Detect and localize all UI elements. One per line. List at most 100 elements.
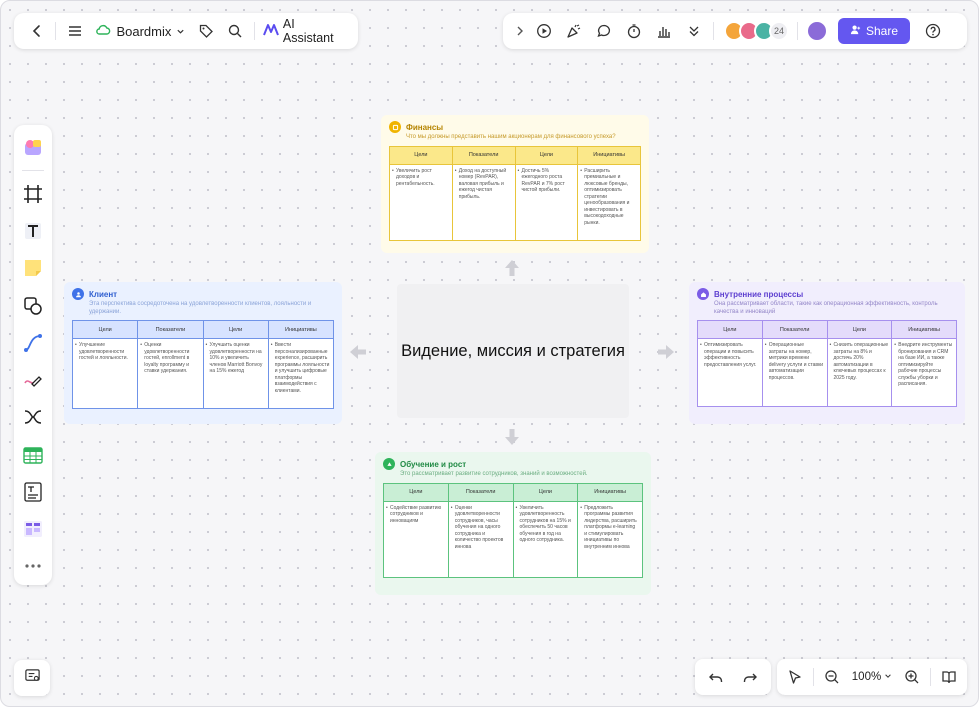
finance-card[interactable]: Финансы Что мы должны представить нашим … bbox=[381, 115, 649, 253]
share-icon bbox=[850, 24, 861, 38]
client-table[interactable]: Цели Показатели Цели Инициативы Улучшени… bbox=[71, 320, 335, 409]
central-strategy-text: Видение, миссия и стратегия bbox=[401, 341, 625, 360]
table-cell[interactable]: Оценки удовлетворенности сотрудников, ча… bbox=[447, 500, 514, 578]
client-card[interactable]: Клиент Эта перспектива сосредоточена на … bbox=[64, 282, 342, 424]
sticky-note-icon[interactable] bbox=[17, 253, 49, 284]
table-cell[interactable]: Достичь 5% ежегодного роста RevPAR и 7% … bbox=[514, 163, 579, 241]
tag-icon[interactable] bbox=[191, 16, 220, 46]
central-strategy-node[interactable]: Видение, миссия и стратегия bbox=[397, 284, 629, 418]
table-cell[interactable]: Снизить операционные затраты на 8% и дос… bbox=[826, 338, 893, 407]
internal-processes-card[interactable]: Внутренние процессы Она рассматривает об… bbox=[689, 282, 965, 424]
table-cell[interactable]: Увеличить удовлетворенность сотрудников … bbox=[512, 500, 579, 578]
board-title-dropdown[interactable]: Boardmix bbox=[89, 16, 191, 46]
learning-table[interactable]: Цели Показатели Цели Инициативы Содейств… bbox=[383, 482, 643, 578]
table-header: Цели bbox=[512, 482, 579, 502]
table-cell[interactable]: Оптимизировать операции и повысить эффек… bbox=[697, 338, 763, 407]
chevron-down-icon bbox=[884, 671, 892, 683]
cursor-icon[interactable] bbox=[781, 662, 809, 692]
undo-icon[interactable] bbox=[701, 662, 731, 692]
pen-icon[interactable] bbox=[17, 364, 49, 395]
ai-assistant-button[interactable]: AI Assistant bbox=[259, 16, 350, 46]
table-cell[interactable]: Расширить премиальные и люксовые бренды,… bbox=[577, 163, 641, 241]
table-header: Цели bbox=[389, 145, 453, 165]
more-icon[interactable] bbox=[679, 16, 709, 46]
text-block-icon[interactable] bbox=[17, 476, 49, 507]
internal-table[interactable]: Цели Показатели Цели Инициативы Оптимизи… bbox=[697, 320, 957, 407]
table-header: Показатели bbox=[447, 482, 514, 502]
table-header: Показатели bbox=[451, 145, 516, 165]
learning-badge-icon bbox=[383, 458, 395, 470]
table-cell[interactable]: Внедрите инструменты бронирования и CRM … bbox=[891, 338, 957, 407]
templates-icon[interactable] bbox=[17, 132, 49, 163]
arrow-right-icon bbox=[658, 345, 674, 359]
expand-icon[interactable] bbox=[511, 16, 529, 46]
redo-icon[interactable] bbox=[735, 662, 765, 692]
card-title: Обучение и рост bbox=[400, 459, 467, 469]
zoom-level-dropdown[interactable]: 100% bbox=[846, 671, 898, 683]
table-cell[interactable]: Увеличить рост доходов и рентабельность. bbox=[389, 163, 453, 241]
celebrate-icon[interactable] bbox=[559, 16, 589, 46]
client-badge-icon bbox=[72, 288, 84, 300]
table-cell[interactable]: Операционные затраты на номер, метрики в… bbox=[761, 338, 828, 407]
arrow-up-icon bbox=[505, 260, 519, 276]
learning-growth-card[interactable]: Обучение и рост Это рассматривает развит… bbox=[375, 452, 651, 595]
table-cell[interactable]: Ввести персонализированные experience, р… bbox=[267, 338, 335, 409]
top-right-toolbar: 24 Share bbox=[503, 13, 967, 49]
user-icon[interactable] bbox=[806, 20, 828, 42]
table-cell[interactable]: Доход на доступный номер (RevPAR), валов… bbox=[451, 163, 516, 241]
more-tools-icon[interactable] bbox=[17, 551, 49, 582]
zoom-out-icon[interactable] bbox=[818, 662, 846, 692]
card-title: Внутренние процессы bbox=[714, 289, 804, 299]
table-header: Цели bbox=[71, 320, 139, 339]
play-icon[interactable] bbox=[529, 16, 559, 46]
history-controls bbox=[695, 659, 771, 695]
table-header: Цели bbox=[826, 320, 893, 339]
frame-icon[interactable] bbox=[17, 178, 49, 209]
comment-icon[interactable] bbox=[589, 16, 619, 46]
chevron-down-icon bbox=[176, 24, 185, 39]
table-header: Инициативы bbox=[577, 145, 641, 165]
book-icon[interactable] bbox=[935, 662, 963, 692]
share-label: Share bbox=[866, 24, 899, 38]
mindmap-icon[interactable] bbox=[17, 402, 49, 433]
cloud-icon bbox=[95, 22, 111, 41]
card-title: Клиент bbox=[89, 289, 118, 299]
minimap-button[interactable] bbox=[14, 660, 50, 696]
menu-icon[interactable] bbox=[60, 16, 89, 46]
timer-icon[interactable] bbox=[619, 16, 649, 46]
text-icon[interactable] bbox=[17, 215, 49, 246]
finance-table[interactable]: Цели Показатели Цели Инициативы Увеличит… bbox=[389, 145, 641, 241]
connector-icon[interactable] bbox=[17, 327, 49, 358]
card-subtitle: Это рассматривает развитие сотрудников, … bbox=[400, 471, 588, 477]
table-cell[interactable]: Содействие развитию сотрудников и иннова… bbox=[383, 500, 449, 578]
kanban-icon[interactable] bbox=[17, 513, 49, 544]
table-row: Содействие развитию сотрудников и иннова… bbox=[383, 500, 643, 578]
zoom-in-icon[interactable] bbox=[898, 662, 926, 692]
table-header: Инициативы bbox=[577, 482, 643, 502]
divider bbox=[713, 22, 714, 40]
table-cell[interactable]: Улучшение удовлетворенности гостей и лоя… bbox=[71, 338, 139, 409]
table-cell[interactable]: Оценки удовлетворенности гостей, enrollm… bbox=[137, 338, 204, 409]
divider bbox=[812, 668, 814, 686]
internal-badge-icon bbox=[697, 288, 709, 300]
zoom-level: 100% bbox=[851, 671, 882, 683]
help-icon[interactable] bbox=[918, 16, 948, 46]
table-cell[interactable]: Предложить программы развития лидерства,… bbox=[577, 500, 643, 578]
table-header: Показатели bbox=[761, 320, 828, 339]
share-button[interactable]: Share bbox=[838, 18, 911, 44]
collaborators[interactable]: 24 bbox=[724, 21, 789, 41]
divider bbox=[22, 170, 44, 172]
table-header: Цели bbox=[383, 482, 449, 502]
shapes-icon[interactable] bbox=[17, 290, 49, 321]
view-controls: 100% bbox=[777, 659, 967, 695]
table-icon[interactable] bbox=[17, 439, 49, 470]
card-title: Финансы bbox=[406, 122, 444, 132]
table-cell[interactable]: Улучшить оценки удовлетворенности на 10%… bbox=[202, 338, 269, 409]
collaborator-count: 24 bbox=[769, 21, 789, 41]
chart-icon[interactable] bbox=[649, 16, 679, 46]
back-icon[interactable] bbox=[22, 16, 51, 46]
search-icon[interactable] bbox=[221, 16, 250, 46]
divider bbox=[55, 22, 57, 40]
table-header: Инициативы bbox=[267, 320, 335, 339]
